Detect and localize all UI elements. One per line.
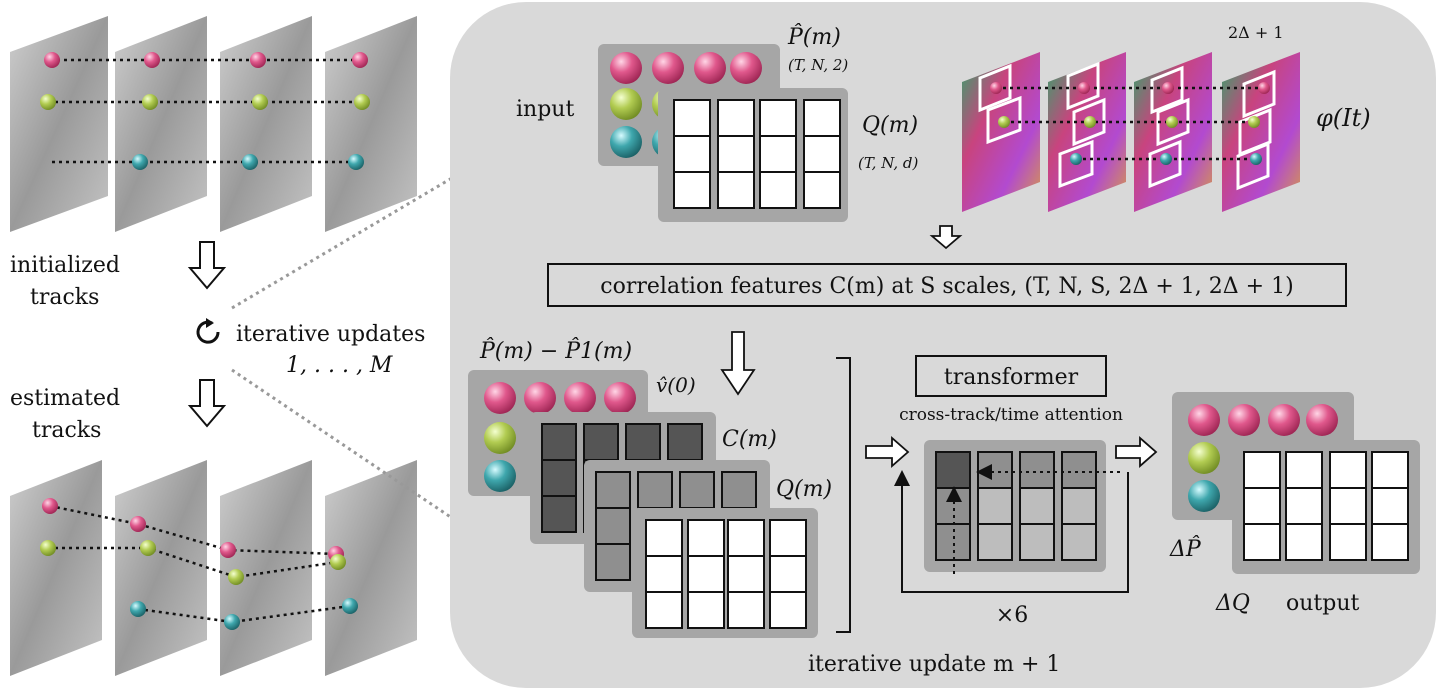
attention-label: cross-track/time attention <box>899 405 1123 425</box>
track-point <box>342 598 358 614</box>
estimated-frames <box>10 460 417 676</box>
q2-mid-cells <box>595 471 757 581</box>
q-label: Q(m) <box>862 113 918 138</box>
correlation-box <box>547 263 1347 307</box>
transformer-box <box>915 355 1107 397</box>
refresh-icon <box>196 318 220 344</box>
p-shape-label: (T, N, 2) <box>788 56 848 74</box>
track-point <box>140 540 156 556</box>
dq-cells <box>1243 451 1409 561</box>
down-arrow-icon <box>929 225 963 250</box>
feature-maps <box>962 52 1300 212</box>
transformer-label: transformer <box>944 365 1079 390</box>
q-cells <box>673 99 841 209</box>
iterative-label-2: 1, . . . , M <box>286 353 393 378</box>
repeat-label: ×6 <box>996 603 1028 628</box>
frame-1 <box>10 16 108 232</box>
input-label: input <box>516 97 574 122</box>
track-point <box>242 154 258 170</box>
frame-3 <box>220 16 312 232</box>
track-point <box>352 52 368 68</box>
track-point <box>228 569 244 585</box>
track-point <box>142 94 158 110</box>
initialized-label-1: initialized <box>10 253 120 278</box>
frame-4 <box>325 16 417 232</box>
q2-label: Q(m) <box>776 477 832 502</box>
frame-3 <box>220 460 312 676</box>
initialized-label-2: tracks <box>30 285 99 310</box>
track-point <box>224 614 240 630</box>
output-label: output <box>1286 591 1360 616</box>
down-arrow-icon <box>187 241 227 290</box>
frame-1 <box>10 460 102 676</box>
frame-2 <box>115 16 207 232</box>
phi-label: φ(It) <box>1316 104 1371 132</box>
track-point <box>130 516 146 532</box>
iterative-label-1: iterative updates <box>236 322 425 347</box>
dp-spheres <box>1188 404 1338 512</box>
track-point <box>40 540 56 556</box>
right-arrow-icon <box>1115 436 1158 468</box>
v-label: v̂(0) <box>656 373 696 397</box>
right-arrow-icon <box>865 436 910 468</box>
track-point <box>348 154 364 170</box>
zoom-connector <box>231 176 453 520</box>
track-point <box>354 94 370 110</box>
track-point <box>40 94 56 110</box>
dq-label: ΔQ <box>1215 591 1250 616</box>
track-point <box>250 52 266 68</box>
c-label: C(m) <box>722 427 777 452</box>
track-point <box>330 554 346 570</box>
track-point <box>132 154 148 170</box>
feature-map-4 <box>1222 52 1300 212</box>
q2-cells <box>645 519 807 629</box>
track-point <box>42 498 58 514</box>
dp-label: ΔP̂ <box>1169 536 1202 562</box>
track-point <box>44 52 60 68</box>
update-label: iterative update m + 1 <box>808 652 1060 677</box>
track-point <box>130 601 146 617</box>
down-arrow-icon <box>187 379 227 428</box>
track-point <box>144 52 160 68</box>
correlation-label: correlation features C(m) at S scales, (… <box>600 274 1293 299</box>
q-shape-label: (T, N, d) <box>858 154 918 172</box>
down-arrow-icon <box>720 331 756 396</box>
frame-2 <box>115 460 207 676</box>
track-point <box>252 94 268 110</box>
p-label: P̂(m) <box>787 24 841 50</box>
frame-4 <box>325 460 417 676</box>
bracket <box>836 357 851 633</box>
initialized-frames <box>10 16 417 232</box>
attention-arrows <box>946 464 1120 574</box>
track-point <box>220 542 236 558</box>
diff-label: P̂(m) − P̂1(m) <box>479 338 632 364</box>
window-size-label: 2Δ + 1 <box>1228 23 1284 42</box>
estimated-label-2: tracks <box>32 418 101 443</box>
v-spheres <box>484 382 636 492</box>
loop-arrow <box>894 470 1129 593</box>
estimated-label-1: estimated <box>10 386 120 411</box>
